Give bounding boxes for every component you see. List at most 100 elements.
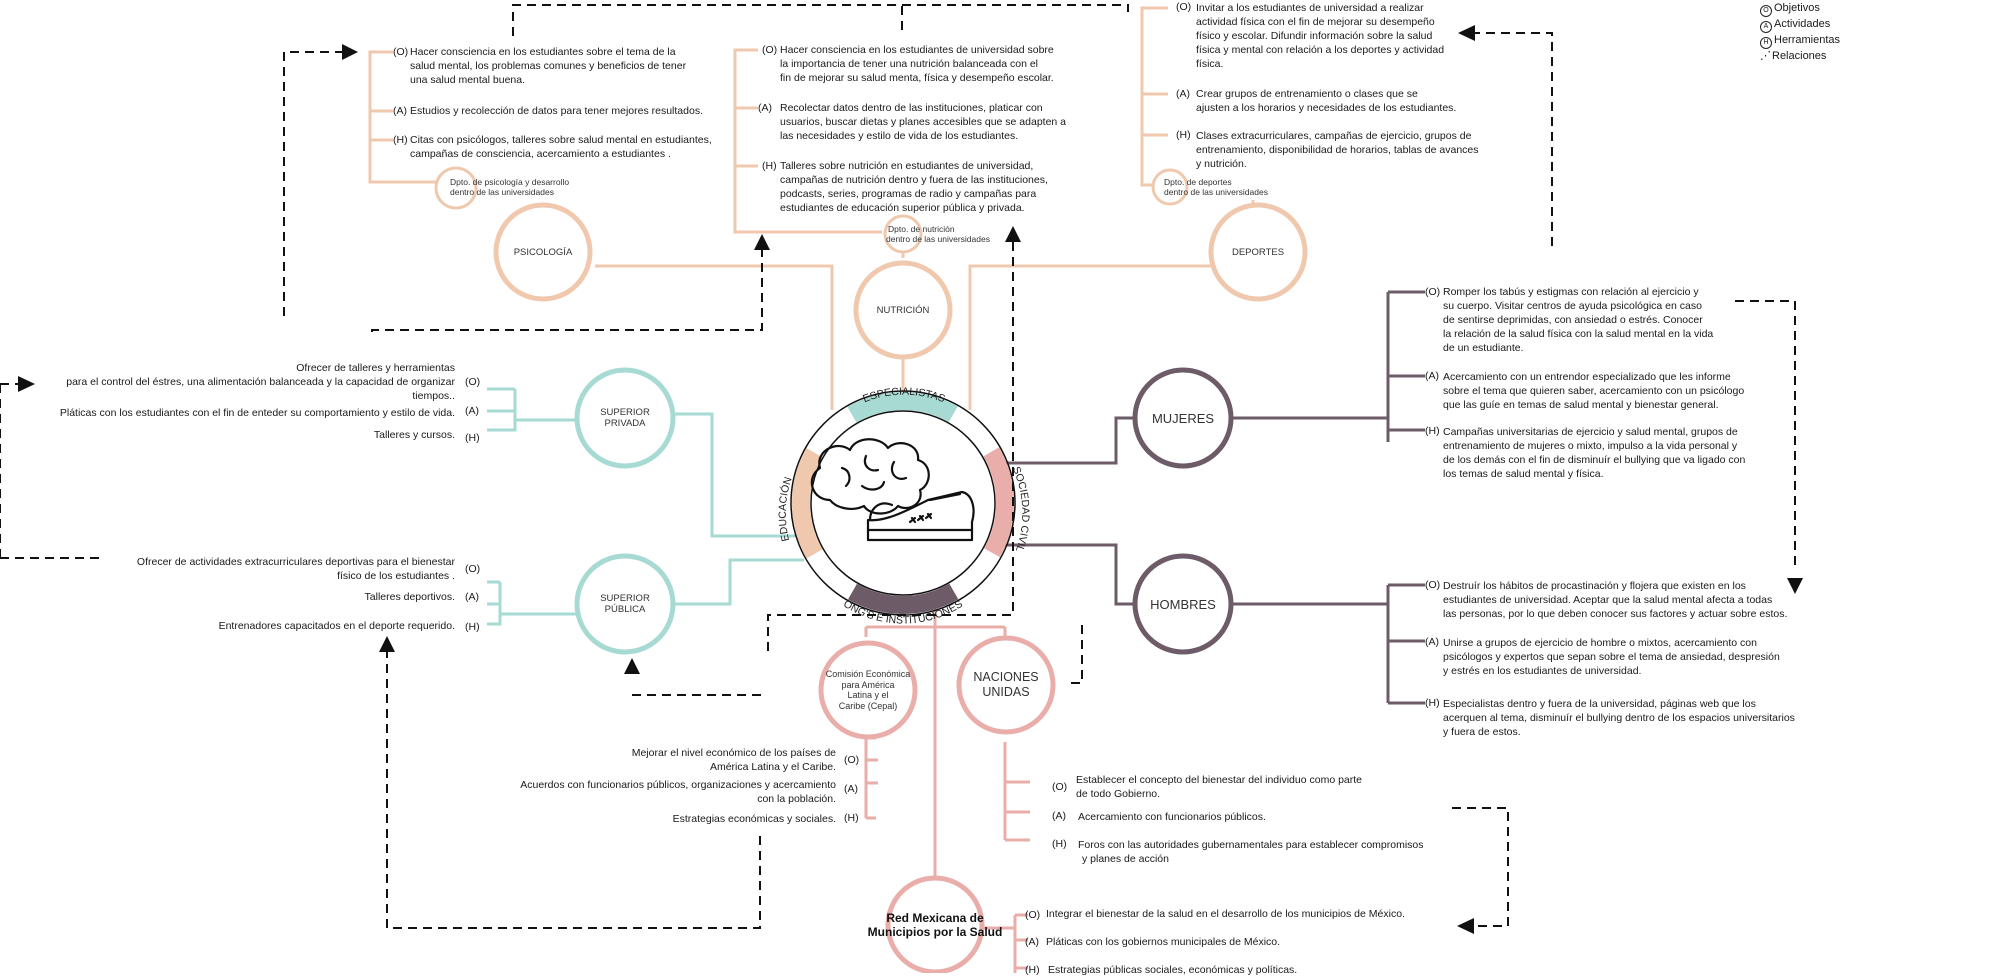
tag-h: (H) bbox=[844, 812, 859, 824]
tag-o: (O) bbox=[1052, 781, 1068, 793]
dept-line: Dpto. de psicología y desarrollo bbox=[450, 177, 570, 187]
mujeres-herramientas: Campañas universitarias de ejercicio y s… bbox=[1443, 425, 1745, 481]
onu-actividad: Acercamiento con funcionarios públicos. bbox=[1078, 810, 1266, 824]
text-line: actividad física con el fin de mejorar s… bbox=[1196, 16, 1435, 28]
text-line: Pláticas con los gobiernos municipales d… bbox=[1046, 936, 1281, 948]
node-line: Caribe (Cepal) bbox=[838, 700, 898, 711]
hombres-actividad: Unirse a grupos de ejercicio de hombre o… bbox=[1443, 636, 1780, 678]
tag-a: (A) bbox=[465, 405, 479, 417]
mujeres-objetivo: Romper los tabús y estigmas con relación… bbox=[1443, 285, 1713, 355]
tag-h: (H) bbox=[1176, 129, 1191, 141]
legend-label: Objetivos bbox=[1774, 2, 1820, 14]
relation-arrowheads bbox=[18, 25, 1803, 934]
text-line: una salud mental buena. bbox=[410, 74, 526, 86]
text-line: tiempos.. bbox=[412, 390, 455, 402]
tag-o: (O) bbox=[844, 754, 860, 766]
text-line: los temas de salud mental y física. bbox=[1443, 468, 1604, 480]
tag-a: (A) bbox=[1176, 88, 1190, 100]
text-line: las necesidades y estilo de vida de los … bbox=[780, 130, 1019, 142]
text-line: Recolectar datos dentro de las instituci… bbox=[780, 102, 1043, 114]
circle-h-icon: H bbox=[1760, 37, 1772, 49]
text-line: de todo Gobierno. bbox=[1076, 788, 1161, 800]
hombres-herramientas: Especialistas dentro y fuera de la unive… bbox=[1443, 697, 1795, 739]
node-nutricion: NUTRICIÓN bbox=[876, 304, 930, 316]
text-line: de sentirse deprimidas, con ansiedad o e… bbox=[1443, 314, 1703, 326]
dashed-arrow-icon: ⋰ bbox=[1760, 50, 1771, 62]
cepal-actividad: Acuerdos con funcionarios públicos, orga… bbox=[520, 778, 836, 806]
text-line: entrenamiento, disponibilidad de horario… bbox=[1196, 144, 1479, 156]
node-line: PRIVADA bbox=[604, 418, 646, 429]
red-objetivo: Integrar el bienestar de la salud en el … bbox=[1046, 907, 1405, 921]
tag-o: (O) bbox=[465, 563, 481, 575]
pink-connectors bbox=[864, 604, 1030, 973]
tag-o: (O) bbox=[1425, 286, 1441, 298]
text-line: físico de los estudiantes . bbox=[337, 570, 455, 582]
text-line: estudiantes de universidad. Aceptar que … bbox=[1443, 594, 1773, 606]
text-line: Talleres y cursos. bbox=[373, 429, 455, 441]
text-line: y estrés en los estudiantes de universid… bbox=[1443, 665, 1642, 677]
text-line: Estudios y recolección de datos para ten… bbox=[410, 105, 703, 117]
mujeres-actividad: Acercamiento con un entrendor especializ… bbox=[1443, 370, 1744, 412]
dept-line: Dpto. de nutrición bbox=[888, 224, 955, 234]
teal-connectors bbox=[487, 387, 804, 626]
legend-relaciones: ⋰Relaciones bbox=[1760, 49, 1840, 63]
dept-line: Dpto. de deportes bbox=[1164, 177, 1232, 187]
text-line: Foros con las autoridades gubernamentale… bbox=[1078, 839, 1424, 851]
text-line: América Latina y el Caribe. bbox=[709, 761, 836, 773]
text-line: psicólogos y expertos que sepan sobre el… bbox=[1443, 651, 1780, 663]
pink-nodes bbox=[818, 635, 1056, 973]
node-line: Latina y el bbox=[847, 690, 889, 700]
text-line: entrenamiento de mujeres o mixto, impuls… bbox=[1443, 440, 1738, 452]
tag-a: (A) bbox=[1052, 810, 1066, 822]
tag-h: (H) bbox=[465, 621, 480, 633]
tag-h: (H) bbox=[762, 160, 777, 172]
text-line: Invitar a los estudiantes de universidad… bbox=[1196, 2, 1424, 14]
dept-line: dentro de las universidades bbox=[886, 234, 990, 244]
circle-o-icon: O bbox=[1760, 5, 1772, 17]
text-line: fin de mejorar su salud menta, física y … bbox=[780, 72, 1054, 84]
text-line: Establecer el concepto del bienestar del… bbox=[1076, 774, 1363, 786]
text-line: Campañas universitarias de ejercicio y s… bbox=[1443, 426, 1738, 438]
publica-actividad: Talleres deportivos. bbox=[365, 590, 455, 604]
text-line: y nutrición. bbox=[1196, 158, 1247, 170]
text-line: física y mental con relación a los depor… bbox=[1196, 44, 1445, 56]
red-herramientas: Estrategias públicas sociales, económica… bbox=[1048, 963, 1297, 977]
text-line: Talleres deportivos. bbox=[364, 591, 455, 603]
tag-o: (O) bbox=[393, 46, 409, 58]
text-line: Destruír los hábitos de procastinación y… bbox=[1443, 580, 1746, 592]
red-actividad: Pláticas con los gobiernos municipales d… bbox=[1046, 935, 1280, 949]
node-mujeres: MUJERES bbox=[1151, 410, 1215, 426]
legend-label: Herramientas bbox=[1774, 34, 1841, 46]
text-line: Unirse a grupos de ejercicio de hombre o… bbox=[1443, 637, 1757, 649]
tag-a: (A) bbox=[844, 783, 858, 795]
purple-nodes bbox=[1132, 367, 1234, 655]
center-ring bbox=[790, 390, 1016, 616]
text-line: acerquen al tema, disminuír el bullying … bbox=[1443, 712, 1795, 724]
text-line: la importancia de tener una nutrición ba… bbox=[780, 58, 1039, 70]
nutricion-herramientas: Talleres sobre nutrición en estudiantes … bbox=[780, 159, 1048, 215]
node-line: Comisión Económica bbox=[825, 669, 911, 679]
cepal-objetivo: Mejorar el nivel económico de los países… bbox=[632, 746, 836, 774]
text-line: Acercamiento con funcionarios públicos. bbox=[1078, 811, 1266, 823]
node-line: NACIONES bbox=[973, 670, 1039, 684]
text-line: Talleres sobre nutrición en estudiantes … bbox=[780, 160, 1034, 172]
tag-o: (O) bbox=[465, 376, 481, 388]
psicologia-herramientas: Citas con psicólogos, talleres sobre sal… bbox=[410, 133, 712, 161]
legend-label: Relaciones bbox=[1772, 50, 1827, 62]
hombres-objetivo: Destruír los hábitos de procastinación y… bbox=[1443, 579, 1787, 621]
node-line: SUPERIOR bbox=[600, 407, 650, 418]
text-line: Hacer consciencia en los estudiantes de … bbox=[780, 44, 1054, 56]
node-line: Municipios por la Salud bbox=[867, 925, 1003, 939]
tag-h: (H) bbox=[1025, 964, 1040, 976]
tag-h: (H) bbox=[1425, 697, 1440, 709]
text-line: Acercamiento con un entrendor especializ… bbox=[1443, 371, 1731, 383]
text-line: Estrategias económicas y sociales. bbox=[672, 813, 836, 825]
